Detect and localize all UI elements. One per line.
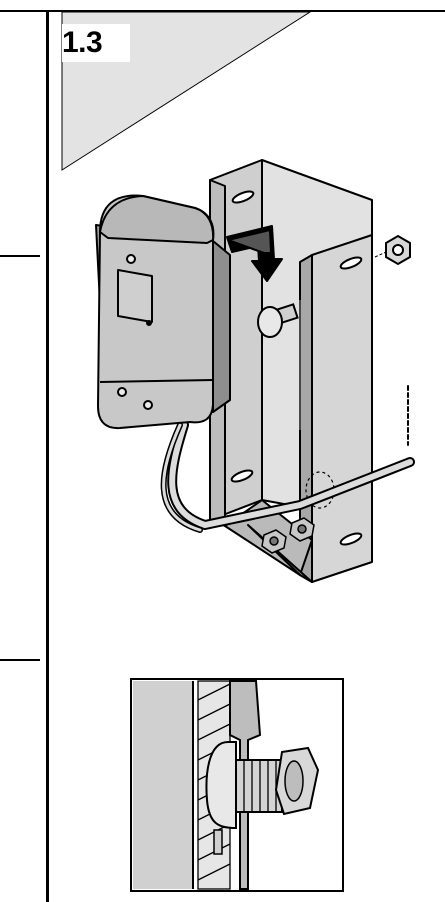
cable: [160, 385, 415, 533]
control-box: [95, 194, 231, 430]
flange-nut: [374, 234, 411, 266]
step-number: 1.3: [62, 24, 130, 62]
detail-inset: [130, 678, 344, 892]
carriage-bolt: [257, 303, 299, 338]
bottom-nuts: [261, 517, 315, 554]
margin-tick-lower: [0, 659, 40, 661]
insert-arrow: [226, 225, 283, 282]
margin-tick-upper: [0, 255, 40, 257]
top-rule: [0, 10, 445, 12]
margin-rule: [46, 10, 49, 902]
bracket-slots: [230, 190, 363, 546]
